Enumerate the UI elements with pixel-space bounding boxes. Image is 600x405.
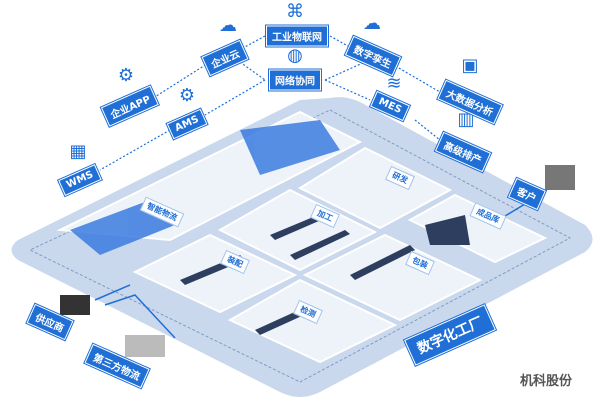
- globe-icon: ◍: [287, 45, 303, 66]
- layers-icon: ≋: [386, 73, 402, 94]
- connection-lines: [99, 35, 446, 171]
- node-iot: 工业物联网: [266, 25, 328, 47]
- production-lines: [180, 210, 470, 335]
- gear-icon: ⚙: [117, 65, 135, 86]
- external-buildings: [60, 165, 575, 357]
- qr-code-icon: ▦: [69, 141, 87, 162]
- cloud-icon: ☁: [219, 15, 237, 36]
- building-icon: ▥: [457, 109, 475, 130]
- gears-icon: ⚙: [178, 85, 196, 106]
- node-network: 网络协同: [269, 69, 321, 91]
- zone-areas: [56, 110, 548, 364]
- server-icon: ☁: [363, 13, 381, 34]
- watermark: 机科股份: [520, 374, 573, 389]
- network-icon: ⌘: [286, 1, 304, 22]
- monitor-chart-icon: ▣: [461, 55, 479, 76]
